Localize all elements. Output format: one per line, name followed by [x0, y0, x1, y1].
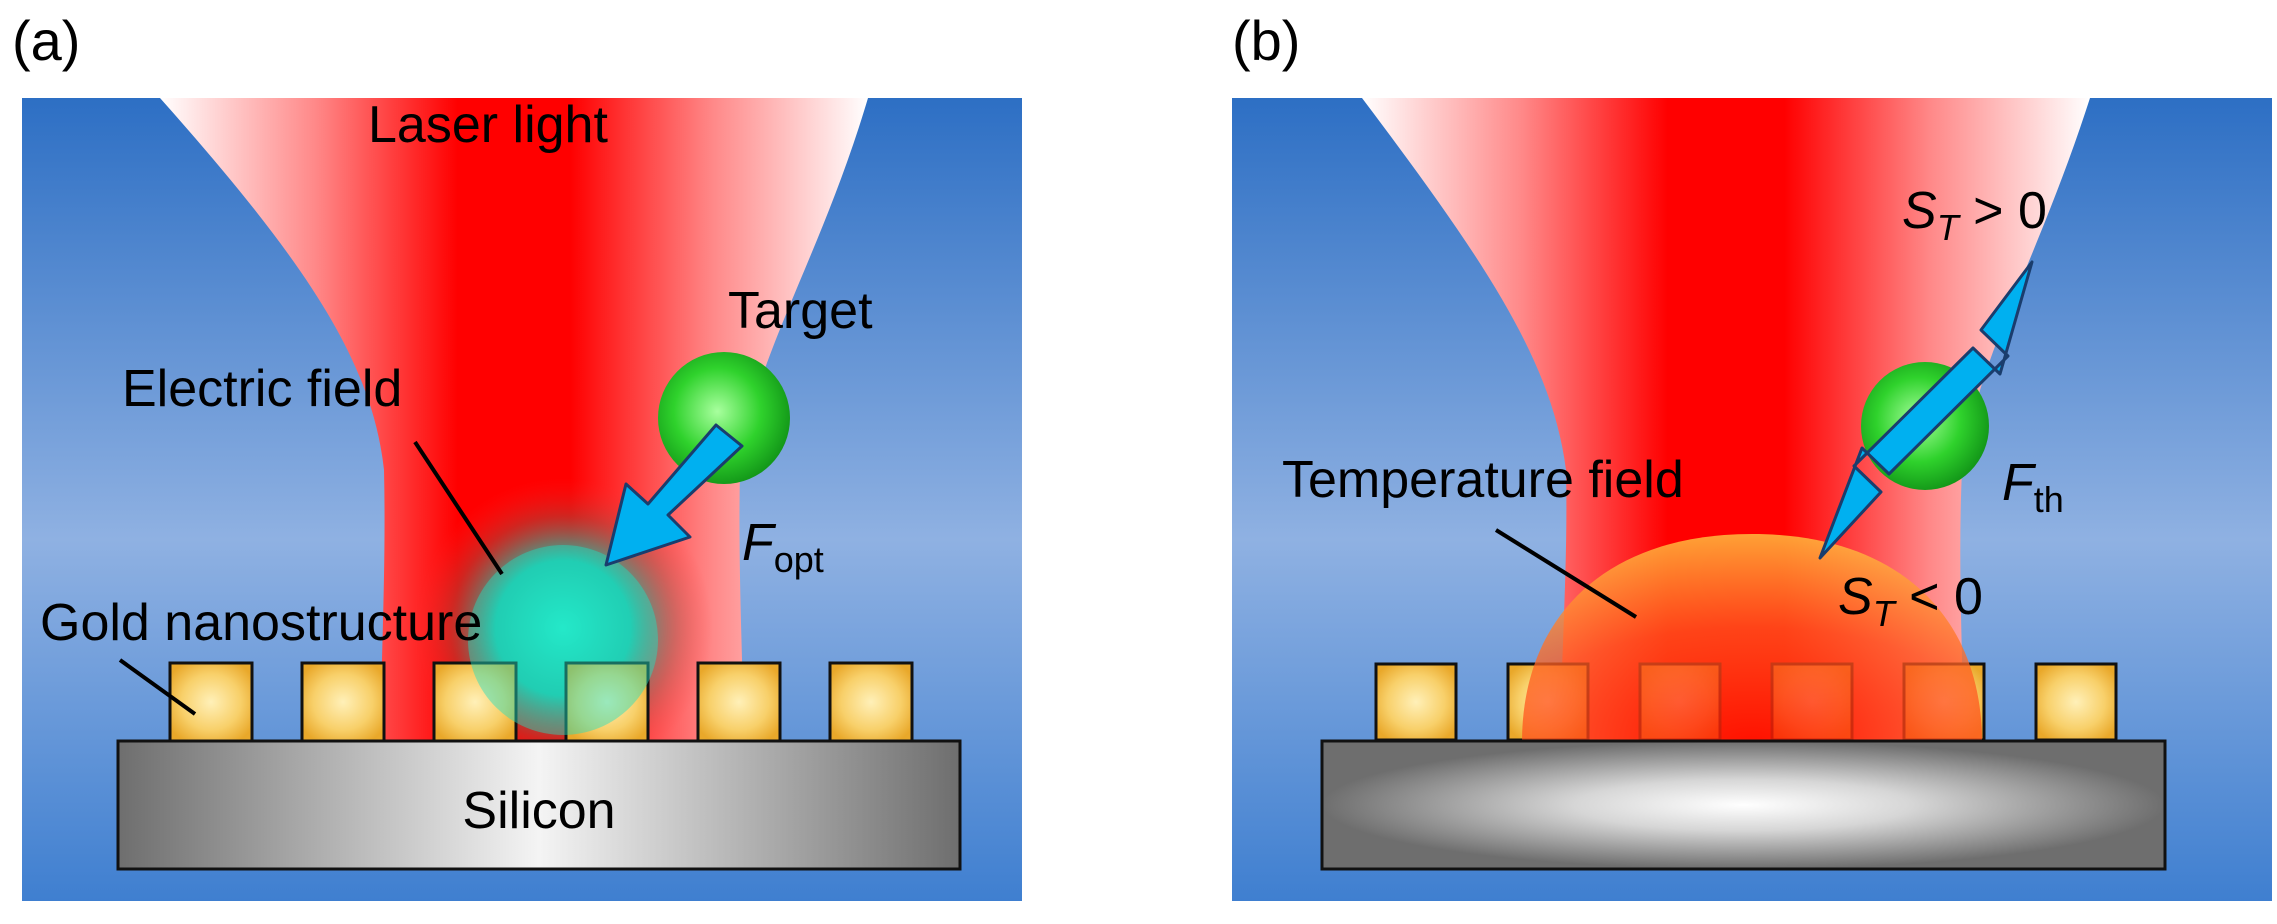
temperature-field-callout — [1494, 528, 1638, 619]
double-arrow-icon — [1818, 260, 2034, 560]
panel-b: (b) ST > 0 Temperature field Fth ST < 0 — [1232, 9, 2272, 901]
temperature-field-label: Temperature field — [1282, 451, 1684, 509]
panel-a: (a) Silicon Laser light — [12, 9, 1022, 901]
force-th-label: Fth — [2002, 454, 2064, 520]
st-positive-label: ST > 0 — [1902, 182, 2047, 248]
gold-nanostructure — [300, 661, 386, 743]
st-negative-label: ST < 0 — [1838, 568, 1983, 634]
gold-nanostructure — [2034, 662, 2118, 742]
gold-nanostructure — [696, 661, 782, 743]
target-icon — [658, 352, 790, 484]
silicon-label: Silicon — [462, 782, 615, 840]
silicon-substrate — [116, 739, 962, 871]
gold-nanostructure — [1374, 662, 1458, 742]
temperature-field-dome — [1522, 534, 1982, 742]
gold-nanostructure — [828, 661, 914, 743]
gold-callout — [118, 658, 197, 716]
gold-nanostructure — [432, 661, 518, 743]
panel-a-label: (a) — [12, 9, 80, 72]
force-arrow-icon — [604, 423, 744, 567]
electric-field-callout — [413, 440, 504, 576]
target-label: Target — [728, 282, 873, 340]
force-opt-label: Fopt — [742, 514, 824, 580]
gold-nanostructure-label: Gold nanostructure — [40, 594, 482, 652]
laser-light-label: Laser light — [368, 96, 608, 154]
gold-nanostructure — [168, 661, 254, 743]
electric-field-core — [468, 545, 658, 735]
gold-nanostructure-row — [168, 661, 914, 743]
panel-b-label: (b) — [1232, 9, 1300, 72]
electric-field-label: Electric field — [122, 360, 402, 418]
silicon-substrate — [1320, 739, 2167, 871]
